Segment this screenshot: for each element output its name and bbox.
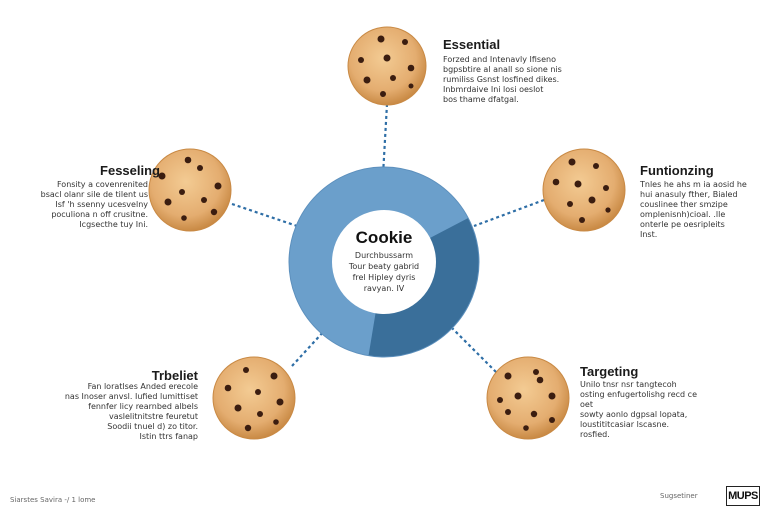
connector-essential	[381, 103, 389, 176]
funtionzing-description: Tnles he ahs m ia aosid he hui anasuly f…	[640, 180, 747, 239]
cookie-targeting	[486, 356, 570, 440]
connector-trbeliet	[291, 329, 326, 367]
connector-fesseling	[231, 202, 304, 230]
center-title: Cookie	[355, 228, 413, 247]
center-text: Durchbussarm Tour beaty gabrid frel Hipl…	[348, 251, 420, 293]
connector-funtionzing	[473, 198, 545, 228]
targeting-title: Targeting	[580, 364, 639, 379]
donut-hole	[332, 210, 436, 314]
connector-targeting	[451, 327, 497, 373]
funtionzing-title: Funtionzing	[640, 163, 714, 178]
cookie-trbeliet	[212, 356, 296, 440]
trbeliet-description: Fan loratlses Anded erecole nas Inoser a…	[64, 382, 198, 441]
cookie-funtionzing	[542, 148, 626, 232]
essential-description: Forzed and Intenavly Ifiseno bgpsbtire a…	[443, 55, 562, 104]
footer-right-label: Sugsetiner	[660, 492, 698, 500]
fesseling-title: Fesseling	[100, 163, 160, 178]
center-donut	[288, 166, 480, 358]
essential-title: Essential	[443, 37, 501, 52]
targeting-description: Unilo tnsr nsr tangtecoh osting enfugert…	[580, 380, 697, 439]
footer-caption: Siarstes Savira -/ 1 lome	[10, 496, 96, 504]
trbeliet-title: Trbeliet	[151, 368, 198, 383]
cookie-fesseling	[148, 148, 232, 232]
brand-logo: MUPS	[726, 486, 760, 506]
cookie-essential	[347, 26, 427, 106]
fesseling-description: Fonsity a covenrenited bsacl olanr sile …	[40, 180, 148, 229]
